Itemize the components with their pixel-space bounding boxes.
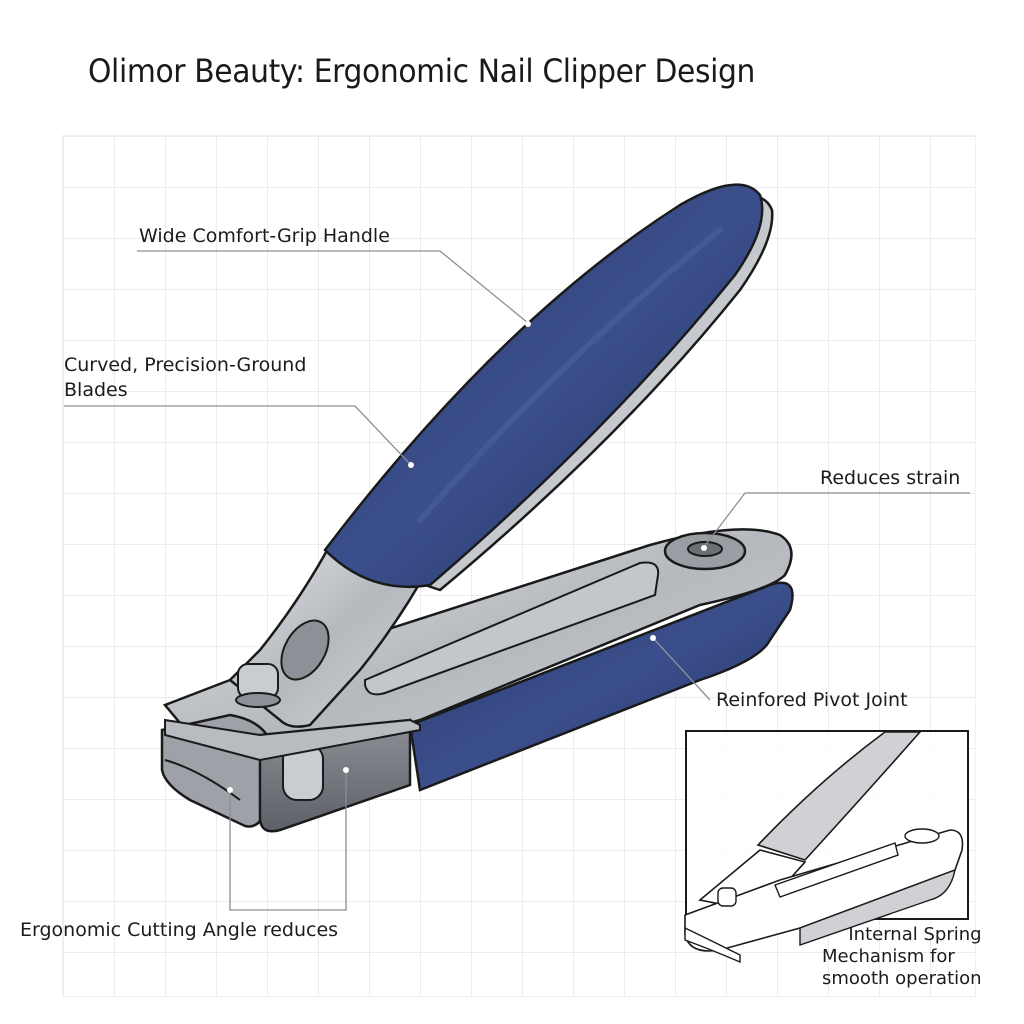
diagram-title: Olimor Beauty: Ergonomic Nail Clipper De…: [88, 52, 756, 90]
callout-internal-spring-line2: Mechanism for: [822, 946, 955, 967]
callout-wide-handle: Wide Comfort-Grip Handle: [139, 225, 390, 247]
callout-reduces-strain: Reduces strain: [820, 467, 961, 489]
callout-pivot-joint: Reinfored Pivot Joint: [716, 689, 908, 711]
callout-internal-spring-line1: Internal Spring: [848, 924, 982, 945]
callout-internal-spring-line3: smooth operation: [822, 968, 982, 989]
callout-curved-blades-line1: Curved, Precision-Ground: [64, 354, 307, 376]
callout-cutting-angle: Ergonomic Cutting Angle reduces: [20, 919, 339, 941]
callout-curved-blades-line2: Blades: [64, 379, 128, 401]
callout-internal-spring: Internal Spring Mechanism for smooth ope…: [822, 924, 982, 990]
callout-curved-blades: Curved, Precision-Ground Blades: [64, 353, 306, 403]
